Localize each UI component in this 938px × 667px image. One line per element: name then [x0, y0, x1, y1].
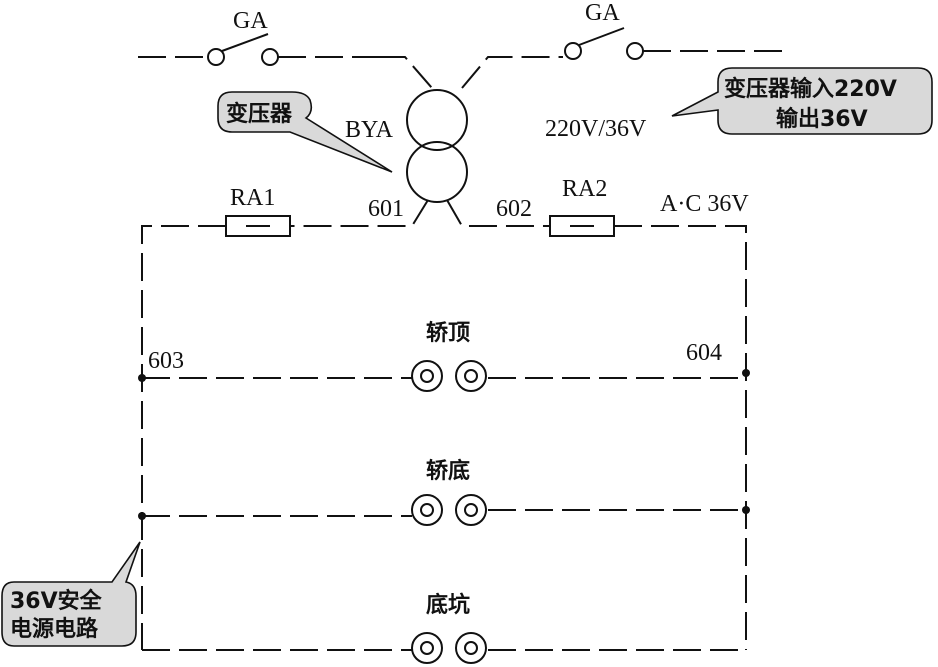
socket-car-top-label: 轿顶	[426, 320, 470, 346]
socket-car-bottom	[411, 494, 487, 526]
socket-car-top	[411, 360, 487, 392]
node-602-label: 602	[496, 196, 532, 222]
transformer-note-bubble	[671, 67, 933, 135]
transformer-callout-bubble	[217, 91, 393, 173]
circuit-note-line1: 36V安全	[10, 588, 103, 614]
fuse-left-label: RA1	[230, 185, 275, 211]
junction-right-car-bottom	[742, 506, 750, 514]
transformer-label: BYA	[345, 117, 394, 143]
switch-left-contact-b	[261, 48, 279, 66]
junction-603	[138, 374, 146, 382]
switch-left-blade	[221, 33, 269, 52]
ratio-label: 220V/36V	[545, 116, 647, 142]
supply-wire-to-transformer-left	[380, 56, 433, 89]
switch-right-contact-a	[564, 42, 582, 60]
node-603-label: 603	[148, 348, 184, 374]
socket-car-bottom-label: 轿底	[426, 458, 470, 484]
socket-pit-label: 底坑	[426, 592, 470, 618]
left-rail	[141, 225, 226, 650]
node-604-label: 604	[686, 340, 722, 366]
transformer-secondary-coil	[406, 141, 468, 203]
lead-601	[290, 199, 429, 227]
junction-604	[742, 369, 750, 377]
switch-left-contact-a	[207, 48, 225, 66]
switch-left-label: GA	[233, 8, 268, 34]
transformer-note-line2: 输出36V	[776, 106, 868, 132]
fuse-right-label: RA2	[562, 176, 607, 202]
switch-right-blade	[578, 27, 625, 46]
transformer-primary-coil	[406, 89, 468, 151]
circuit-note-line2: 电源电路	[10, 616, 99, 642]
supply-line	[138, 27, 785, 89]
circuit-note-bubble	[1, 541, 141, 647]
transformer-note-line1: 变压器输入220V	[724, 76, 897, 102]
switch-right-label: GA	[585, 0, 620, 26]
ac-voltage-label: A·C 36V	[660, 191, 749, 217]
socket-pit	[411, 632, 487, 664]
junction-left-car-bottom	[138, 512, 146, 520]
node-601-label: 601	[368, 196, 404, 222]
right-rail	[614, 225, 747, 650]
lead-602	[446, 199, 550, 227]
transformer-symbol	[406, 89, 468, 203]
switch-right-contact-b	[626, 42, 644, 60]
transformer-callout-text: 变压器	[226, 101, 293, 127]
supply-wire-to-transformer-right	[461, 56, 563, 89]
